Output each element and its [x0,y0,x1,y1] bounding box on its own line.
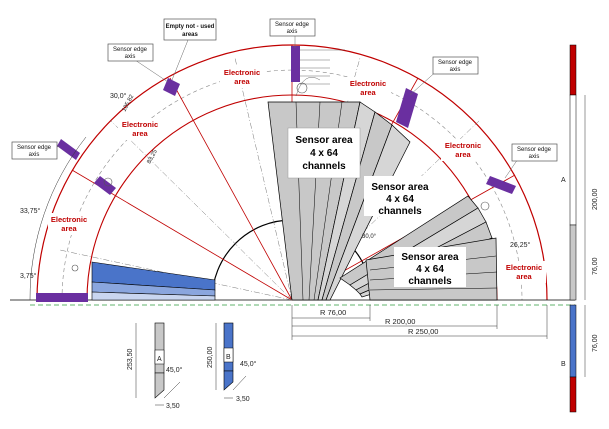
label-text: area [234,77,250,86]
electronic-area-label: Electronic area [118,118,163,140]
callout-edge-1: Sensor edge axis [269,18,316,37]
callout-empty-line2: areas [182,32,198,38]
axis-line [109,119,293,301]
sensor-area-label-3: Sensor area 4 x 64 channels [394,247,466,287]
label-text: area [132,129,148,138]
dashed-arc [61,69,523,301]
label-text: Electronic [506,263,542,272]
label-text: area [516,272,532,281]
dim-25350: 253,50 [127,348,134,370]
electronic-area-label: Electronic area [346,77,391,99]
callout-empty-line1: Empty not - used [166,24,215,30]
callout-text: axis [29,152,40,158]
label-text: Electronic [51,215,87,224]
label-text: channels [378,206,422,217]
callout-text: Sensor edge [438,60,473,66]
callout-text: Sensor edge [113,47,148,53]
axis-line [234,57,293,301]
electronic-area-label: Electronic area [48,213,91,235]
label-text: Electronic [350,79,386,88]
callout-text: Sensor edge [517,147,552,153]
strip-b-detail [215,322,247,399]
angle-3375: 33,75° [20,207,41,215]
letter-b-strip: B [226,354,231,361]
label-text: area [455,150,471,159]
label-text: Sensor area [401,252,459,263]
angle-arc-outer [29,136,87,301]
angle-2625: 26,25° [510,241,531,249]
dim-r76: R 76,00 [320,308,346,317]
strip-a-detail [135,322,181,406]
label-text: 4 x 64 [416,264,444,275]
hole [71,264,79,272]
angle-375: 3,75° [20,272,37,280]
callout-edge-2: Sensor edge axis [107,43,154,62]
electronic-area-label: Electronic area [441,139,486,161]
dim-25000: 250,00 [207,346,214,368]
dim-r250: R 250,00 [408,327,438,336]
callout-text: axis [529,154,540,160]
label-text: channels [302,161,346,172]
sensor-area-label-1: Sensor area 4 x 64 channels [287,127,361,179]
right-vertical-strip [569,44,586,413]
callout-edge-5: Sensor edge axis [511,143,558,162]
letter-b-side: B [561,361,566,368]
dim-76-side-b: 76,00 [592,334,599,352]
callout-empty-areas [163,18,217,41]
top-detail [295,49,345,97]
dim-r200: R 200,00 [385,317,415,326]
radial-line [169,77,293,301]
dim-350-b: 3,50 [236,396,250,403]
callout-edge-3: Sensor edge axis [432,56,479,75]
callout-text: Sensor edge [275,22,310,28]
callout-text: axis [125,54,136,60]
dim-200-side: 200,00 [592,188,599,210]
label-text: area [360,88,376,97]
label-text: Sensor area [295,135,353,146]
angle-45-a: 45,0° [166,366,183,374]
letter-a-side: A [561,177,566,184]
radius-dimensions [291,305,548,340]
hole [480,201,490,211]
sensor-area-label-2: Sensor area 4 x 64 channels [364,176,436,217]
label-text: channels [408,276,452,287]
angle-30-inner: 30,0° [362,234,377,240]
callout-text: Sensor edge [17,145,52,151]
callout-text: axis [450,67,461,73]
label-text: Sensor area [371,182,429,193]
blue-sensor-left [91,261,216,301]
label-text: area [61,224,77,233]
callout-edge-4: Sensor edge axis [11,141,58,160]
callout-text: axis [287,29,298,35]
label-text: Electronic [445,141,481,150]
dim-350-a: 3,50 [166,403,180,410]
electronic-area-label: Electronic area [220,66,265,88]
hole [296,82,308,94]
label-text: Electronic [122,120,158,129]
label-text: 4 x 64 [386,194,414,205]
angle-30-outer: 30,0° [110,92,127,100]
dim-76-side-a: 76,00 [592,257,599,275]
letter-a-strip: A [157,356,162,363]
electronic-area-label: Electronic area [503,261,546,283]
label-text: 4 x 64 [310,148,338,159]
dim-8325: 83,25 [146,148,159,165]
purple-edge-blocks [36,46,516,302]
hole [103,177,113,187]
label-text: Electronic [224,68,260,77]
angle-45-b: 45,0° [240,360,257,368]
